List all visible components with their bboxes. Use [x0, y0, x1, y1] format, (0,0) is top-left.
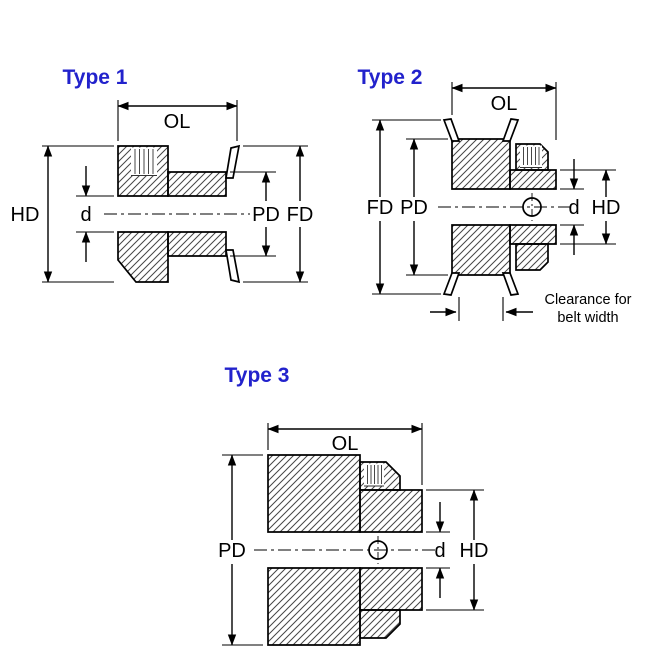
type2-flange-bottom-left: [442, 272, 461, 296]
type3-hub-upper: [359, 489, 423, 533]
type3-label-pd: PD: [218, 540, 246, 562]
type2-boss-bottom: [515, 243, 549, 271]
type1-label-ol: OL: [164, 111, 191, 133]
type3-boss-bottom: [359, 609, 401, 639]
type2-setscrew-thread: [520, 145, 542, 168]
type2-flange-top-left: [442, 118, 461, 142]
type2-drum-lower: [451, 224, 511, 276]
type2-label-d: d: [568, 197, 579, 219]
type3-drawing: [254, 454, 438, 646]
type3-hub-lower: [359, 567, 423, 611]
type2-label-pd: PD: [400, 197, 428, 219]
type1-label-fd: FD: [287, 204, 314, 226]
type2-clearance-note-line1: Clearance for: [544, 292, 631, 308]
type2-drum-upper: [451, 138, 511, 190]
type2-label-fd: FD: [367, 197, 394, 219]
type1-flange-top: [224, 144, 241, 179]
type1-drawing: [104, 144, 250, 284]
type2-hub-upper: [509, 169, 557, 190]
type1-title: Type 1: [63, 66, 128, 89]
type2-dimensions: OL FD PD d HD: [367, 82, 632, 326]
type2-flange-top-right: [501, 118, 520, 142]
type3-body-upper: [267, 454, 361, 533]
type1-dimensions: OL HD d PD FD: [11, 100, 314, 283]
type1-hub-lower: [117, 231, 169, 283]
type2-flange-bottom-right: [501, 272, 520, 296]
type3-label-hd: HD: [460, 540, 489, 562]
type3-title: Type 3: [225, 364, 290, 387]
type2-drawing: [438, 118, 570, 296]
type1-label-d: d: [80, 204, 91, 226]
type2-clearance-dimension: Clearance for belt width: [430, 292, 632, 326]
type3-label-ol: OL: [332, 433, 359, 455]
type2-clearance-note-line2: belt width: [557, 310, 618, 326]
type3-diagram: Type 3 OL: [218, 364, 489, 646]
type2-hub-lower: [509, 224, 557, 245]
type1-label-hd: HD: [11, 204, 40, 226]
type1-label-pd: PD: [252, 204, 280, 226]
type3-setscrew-thread: [364, 463, 384, 487]
type2-label-hd: HD: [592, 197, 621, 219]
type3-label-d: d: [434, 540, 445, 562]
type3-body-lower: [267, 567, 361, 646]
type1-flange-bottom: [224, 249, 241, 284]
type1-body-upper: [167, 171, 227, 197]
type2-label-ol: OL: [491, 93, 518, 115]
type2-title: Type 2: [358, 66, 423, 89]
type2-diagram: Type 2: [358, 66, 632, 326]
type1-setscrew-thread: [131, 147, 157, 176]
type1-body-lower: [167, 231, 227, 257]
type3-dimensions: OL PD d HD: [218, 423, 489, 646]
type1-diagram: Type 1 OL: [11, 66, 314, 284]
